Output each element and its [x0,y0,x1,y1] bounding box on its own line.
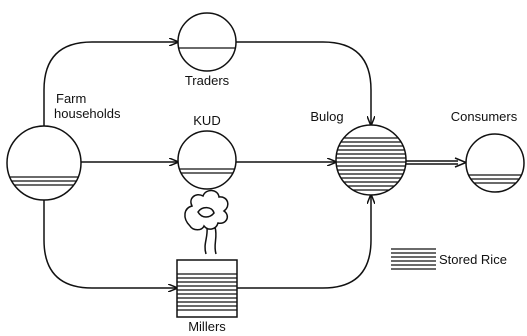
arrow-farm-to-millers [43,200,177,288]
legend-stored-rice-label: Stored Rice [439,252,507,267]
farm-households-label-line1: Farm [56,91,86,106]
farm-households-node [6,125,82,201]
millers-label: Millers [188,319,226,334]
bulog-node [335,124,407,196]
smoke-icon [184,189,229,255]
consumers-node [465,133,525,193]
traders-node [177,12,237,72]
arrow-millers-to-bulog [237,195,371,289]
millers-node [176,259,238,318]
bulog-label: Bulog [310,109,343,124]
arrow-traders-to-bulog [236,41,371,125]
arrow-farm-to-traders [43,42,178,126]
kud-node [177,130,237,190]
legend-stored-rice-swatch [391,248,436,270]
flow-lines [43,41,468,289]
kud-label: KUD [193,113,220,128]
arrow-bulog-to-consumers-head [454,157,468,168]
legend: Stored Rice [391,248,507,270]
traders-label: Traders [185,73,230,88]
kud-stored-rice [178,168,236,174]
consumers-label: Consumers [451,109,518,124]
millers-stored-rice [177,273,237,311]
farm-households-label-line2: households [54,106,121,121]
